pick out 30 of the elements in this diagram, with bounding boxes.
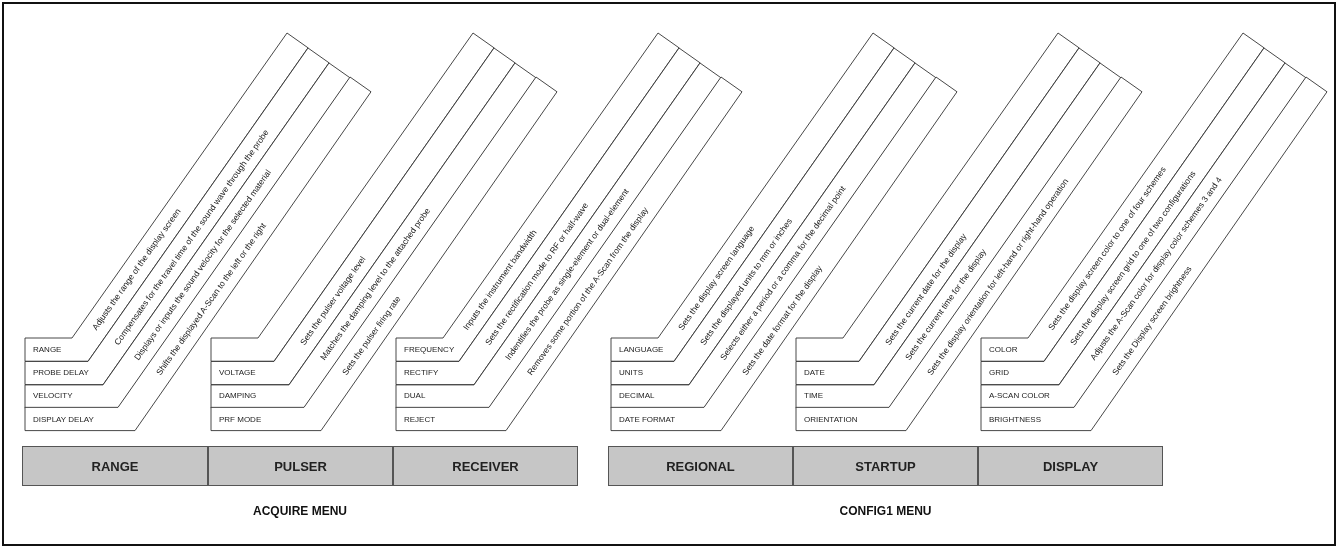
- menu-title: CONFIG1 MENU: [838, 504, 933, 518]
- menu-item-label: DECIMAL: [619, 391, 655, 402]
- menu-item-label: PROBE DELAY: [33, 368, 89, 379]
- menu-item-label: LANGUAGE: [619, 345, 664, 355]
- menu-tab: PULSER: [208, 446, 393, 486]
- menu-tab: REGIONAL: [608, 446, 793, 486]
- menu-item-label: RANGE: [33, 345, 62, 355]
- menu-item-label: GRID: [989, 368, 1009, 379]
- menu-item-label: REJECT: [404, 414, 436, 425]
- menu-item-label: BRIGHTNESS: [989, 414, 1041, 425]
- menu-item-label: TIME: [804, 391, 824, 402]
- menu-tab: DISPLAY: [978, 446, 1163, 486]
- menu-item-label: DISPLAY DELAY: [33, 414, 94, 425]
- menu-item-label: PRF MODE: [219, 414, 262, 425]
- menu-item-label: COLOR: [989, 345, 1018, 355]
- menu-item-label: FREQUENCY: [404, 345, 455, 355]
- menu-tab: STARTUP: [793, 446, 978, 486]
- menu-tab: RECEIVER: [393, 446, 578, 486]
- menu-item-label: UNITS: [619, 368, 643, 379]
- menu-item-label: VELOCITY: [33, 391, 73, 402]
- menu-item-label: DATE FORMAT: [619, 414, 676, 425]
- menu-item-label: ORIENTATION: [804, 414, 858, 425]
- menu-item-label: A-SCAN COLOR: [989, 391, 1050, 402]
- menu-tab: RANGE: [22, 446, 208, 486]
- menu-title: ACQUIRE MENU: [252, 504, 348, 518]
- menu-item-label: DUAL: [404, 391, 426, 402]
- menu-item-label: DATE: [804, 368, 825, 379]
- menu-item-label: DAMPING: [219, 391, 257, 402]
- menu-item-label: RECTIFY: [404, 368, 439, 379]
- menu-item-label: VOLTAGE: [219, 368, 256, 379]
